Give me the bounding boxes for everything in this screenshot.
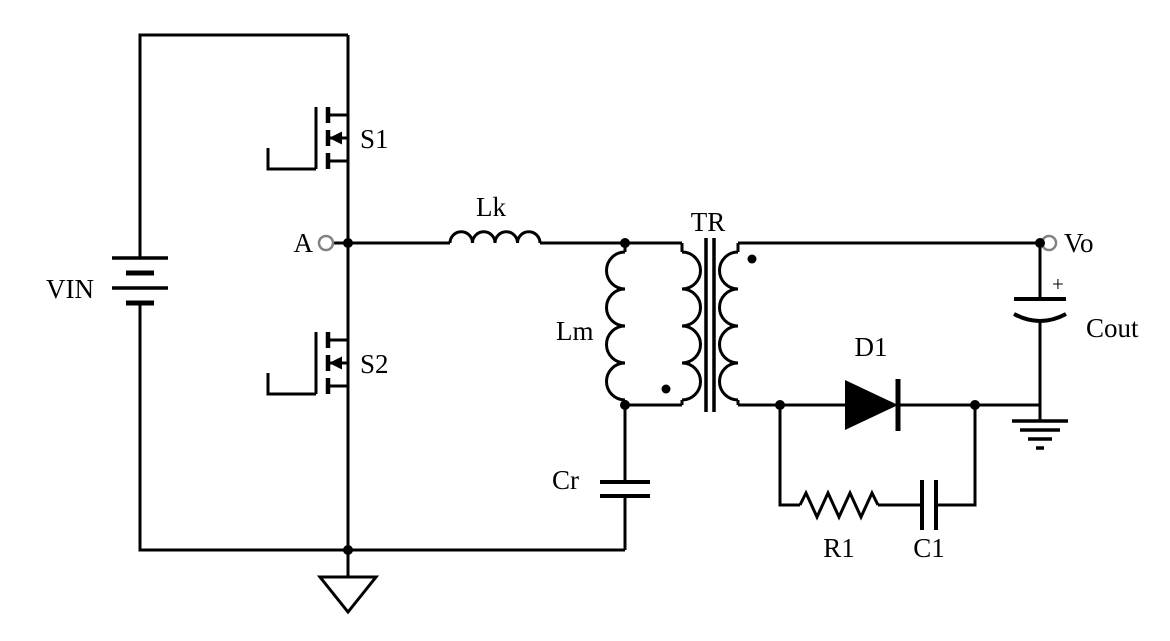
lk-label: Lk <box>476 192 506 222</box>
diode-d1: D1 <box>845 332 901 431</box>
c1-label: C1 <box>913 533 945 563</box>
wire-segment <box>138 303 625 552</box>
lm-coil <box>605 250 626 402</box>
ground-triangle <box>316 575 380 615</box>
cout-curved-plate <box>1013 312 1067 323</box>
ground-secondary <box>1012 419 1068 450</box>
d1-triangle <box>845 380 898 430</box>
s2-body-arrow <box>329 356 342 370</box>
tr-primary-coil <box>681 250 702 402</box>
r1-zigzag <box>798 489 880 521</box>
junction-dot <box>970 400 980 410</box>
capacitor-cr: Cr <box>552 465 650 498</box>
wire-segment <box>778 405 800 507</box>
cr-label: Cr <box>552 465 579 495</box>
s1-label: S1 <box>360 124 389 154</box>
wire-segment <box>936 405 977 507</box>
capacitor-c1: C1 <box>913 480 945 563</box>
junction-dot <box>620 238 630 248</box>
dc-source-vin: VIN <box>46 256 168 306</box>
tr-primary-phase-dot <box>661 384 671 394</box>
inductor-lk: Lk <box>448 192 542 244</box>
junction-dot <box>775 400 785 410</box>
inductor-lm: Lm <box>556 250 626 402</box>
capacitor-cout: + Cout <box>1013 272 1139 343</box>
s2-label: S2 <box>360 349 389 379</box>
mosfet-s2: S2 <box>266 332 389 396</box>
tr-label: TR <box>691 207 726 237</box>
resistor-r1: R1 <box>798 489 880 563</box>
node-a-label: A <box>294 228 314 258</box>
junction-dot <box>343 545 353 555</box>
node-a-terminal: A <box>294 228 335 258</box>
vin-label: VIN <box>46 274 94 304</box>
junction-dot <box>620 400 630 410</box>
junction-dots <box>343 238 1045 555</box>
output-vo-terminal: Vo <box>1040 228 1094 258</box>
lk-coil <box>448 230 542 244</box>
wire-segment <box>138 33 348 258</box>
transformer-tr: TR <box>661 207 757 412</box>
cout-polarity-plus: + <box>1052 272 1064 296</box>
mosfet-s1: S1 <box>266 107 389 171</box>
junction-dot <box>1035 238 1045 248</box>
cout-label: Cout <box>1086 313 1139 343</box>
s2-gate-lead <box>266 373 316 396</box>
r1-label: R1 <box>823 533 855 563</box>
junction-dot <box>343 238 353 248</box>
tr-secondary-phase-dot <box>747 254 757 264</box>
tr-secondary-coil <box>718 250 739 402</box>
lm-label: Lm <box>556 316 594 346</box>
s1-gate-lead <box>266 148 316 171</box>
ground-primary <box>316 575 380 615</box>
vo-label: Vo <box>1064 228 1094 258</box>
s1-body-arrow <box>329 131 342 145</box>
d1-label: D1 <box>855 332 888 362</box>
node-a-circle <box>317 234 335 252</box>
wires <box>138 33 1042 577</box>
